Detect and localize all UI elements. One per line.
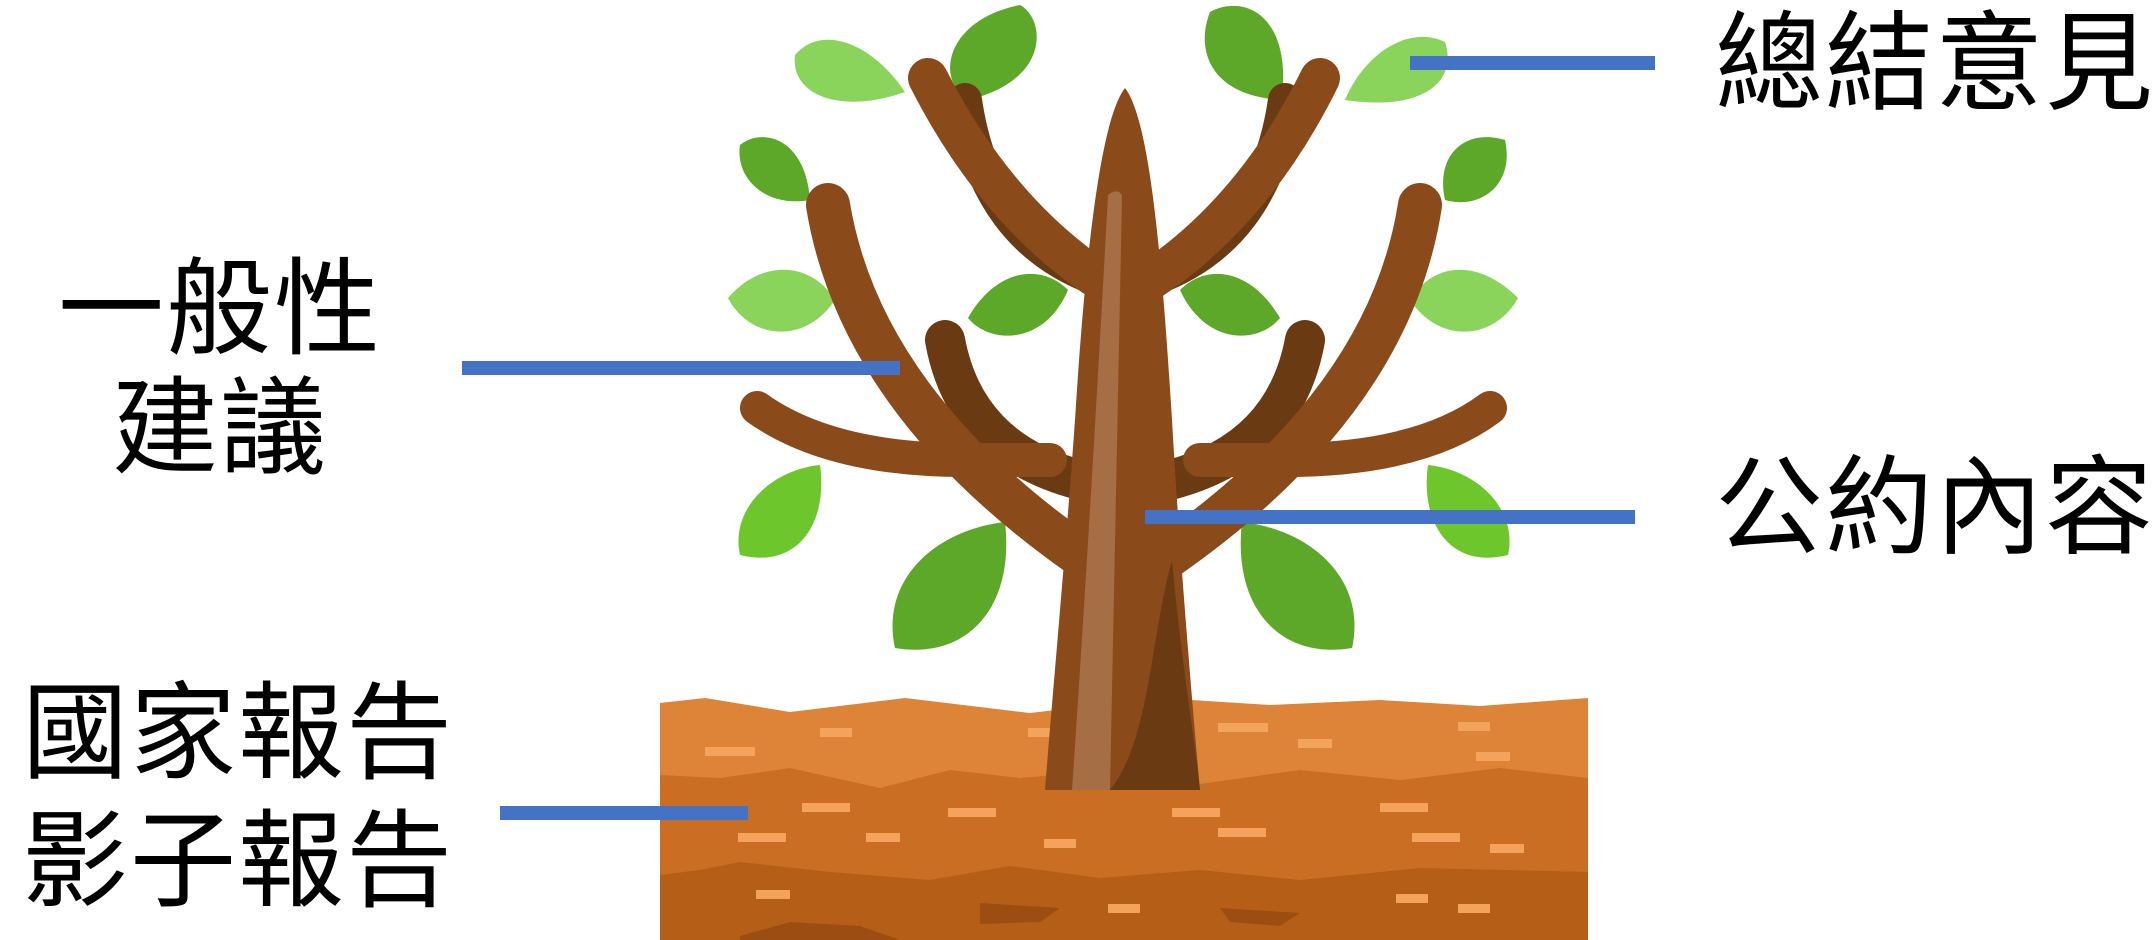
leaf <box>739 137 810 201</box>
connector-general-recommendations <box>462 361 900 375</box>
label-general-recommendations-line2: 建議 <box>112 365 328 492</box>
label-national-report: 國家報告 <box>22 670 454 797</box>
connector-reports <box>500 806 748 820</box>
label-general-recommendations-line1: 一般性 <box>58 246 382 373</box>
leaf <box>728 270 835 332</box>
leaf <box>968 274 1068 336</box>
leaf <box>893 522 1007 650</box>
label-shadow-report: 影子報告 <box>22 798 454 925</box>
leaf <box>1180 274 1280 336</box>
branch-upper-left <box>928 78 1115 290</box>
leaf <box>1443 137 1507 202</box>
leaf <box>1241 522 1355 650</box>
tree-trunk <box>1045 88 1200 790</box>
label-summary-opinions: 總結意見 <box>1715 0 2154 130</box>
leaf <box>1410 270 1518 332</box>
branch-upper-right <box>1135 78 1320 290</box>
leaf <box>795 40 905 102</box>
leaf <box>1205 6 1284 100</box>
connector-summary <box>1410 56 1655 70</box>
label-convention-content: 公約內容 <box>1715 444 2154 574</box>
leaf <box>738 465 821 558</box>
connector-convention <box>1145 510 1635 524</box>
